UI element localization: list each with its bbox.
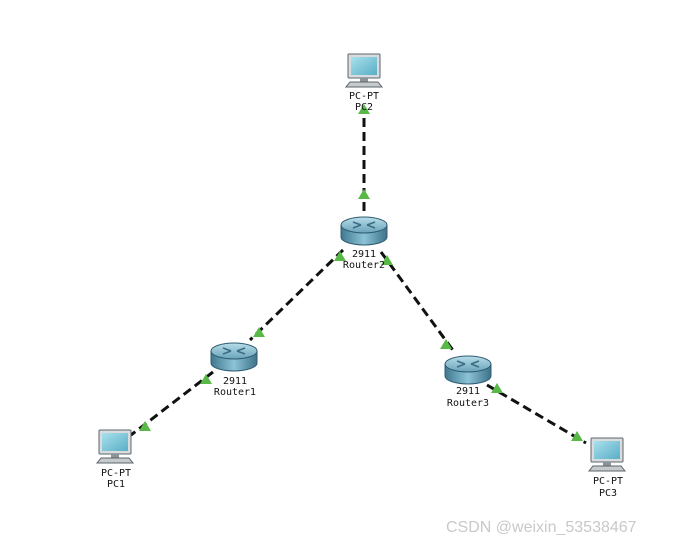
router-icon	[340, 216, 388, 246]
pc1-model-label: PC-PT	[101, 468, 131, 479]
link-up-indicator-icon	[334, 251, 346, 261]
link-router2-router1[interactable]	[248, 248, 345, 342]
pc1-name-label: PC1	[107, 479, 125, 490]
pc-icon	[587, 437, 627, 472]
link-up-indicator-icon	[491, 383, 503, 393]
pc1-device[interactable]: PC-PT PC1	[95, 429, 135, 490]
watermark: CSDN @weixin_53538467	[446, 519, 637, 536]
router3-model-label: 2911	[456, 386, 480, 397]
pc-icon	[95, 429, 135, 464]
pc3-name-label: PC3	[599, 488, 617, 499]
router3-device[interactable]: 2911 Router3	[444, 355, 492, 409]
pc3-model-label: PC-PT	[593, 476, 623, 487]
router-icon	[444, 355, 492, 385]
link-up-indicator-icon	[139, 421, 151, 431]
link-up-indicator-icon	[381, 255, 393, 265]
link-status-indicators	[139, 104, 583, 441]
links	[130, 118, 587, 445]
link-up-indicator-icon	[200, 374, 212, 384]
link-up-indicator-icon	[253, 327, 265, 337]
link-up-indicator-icon	[571, 431, 583, 441]
pc2-device[interactable]: PC-PT PC2	[344, 53, 384, 113]
router1-name-label: Router1	[214, 387, 256, 398]
router1-device[interactable]: 2911 Router1	[210, 342, 258, 398]
link-up-indicator-icon	[440, 339, 452, 349]
router2-name-label: Router2	[343, 260, 385, 271]
pc-icon	[344, 53, 384, 88]
pc2-name-label: PC2	[355, 102, 373, 113]
router2-device[interactable]: 2911 Router2	[340, 216, 388, 271]
router-icon	[210, 342, 258, 372]
link-up-indicator-icon	[358, 104, 370, 114]
router1-model-label: 2911	[223, 376, 247, 387]
link-router2-router3[interactable]	[379, 251, 457, 354]
pc2-model-label: PC-PT	[349, 91, 379, 102]
link-up-indicator-icon	[358, 189, 370, 199]
pc3-device[interactable]: PC-PT PC3	[587, 437, 627, 499]
router2-model-label: 2911	[352, 249, 376, 260]
link-router3-pc3[interactable]	[486, 383, 587, 445]
router3-name-label: Router3	[447, 398, 489, 409]
